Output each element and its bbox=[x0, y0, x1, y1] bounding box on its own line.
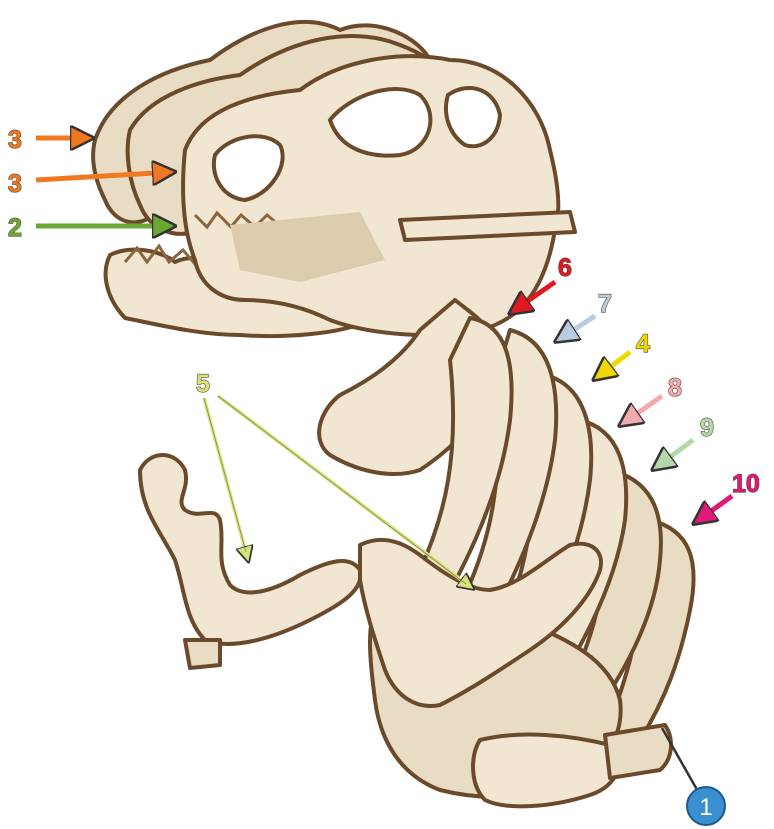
part-label-5: 5 bbox=[196, 370, 210, 398]
arrow-4 bbox=[596, 352, 630, 378]
arrow-10 bbox=[696, 496, 732, 522]
part-label-7: 7 bbox=[598, 290, 612, 318]
left-arm bbox=[140, 455, 361, 644]
part-label-3b: 3 bbox=[8, 170, 22, 198]
support-base bbox=[605, 725, 671, 778]
part-label-1: 1 bbox=[699, 794, 712, 821]
belly-plate bbox=[473, 735, 618, 807]
part-label-8: 8 bbox=[668, 374, 682, 402]
part-label-10: 10 bbox=[732, 470, 760, 498]
part-label-2: 2 bbox=[8, 214, 22, 242]
part-label-6: 6 bbox=[558, 254, 572, 282]
left-claw-tab bbox=[185, 640, 220, 668]
part-label-9: 9 bbox=[700, 414, 714, 442]
part-label-3a: 3 bbox=[8, 126, 22, 154]
arrow-7 bbox=[558, 316, 595, 340]
arrow-8 bbox=[622, 396, 662, 424]
part-label-4: 4 bbox=[636, 330, 650, 358]
wooden-trex-model bbox=[93, 22, 694, 806]
arrow-9 bbox=[655, 440, 693, 468]
brow-hole bbox=[446, 88, 500, 146]
